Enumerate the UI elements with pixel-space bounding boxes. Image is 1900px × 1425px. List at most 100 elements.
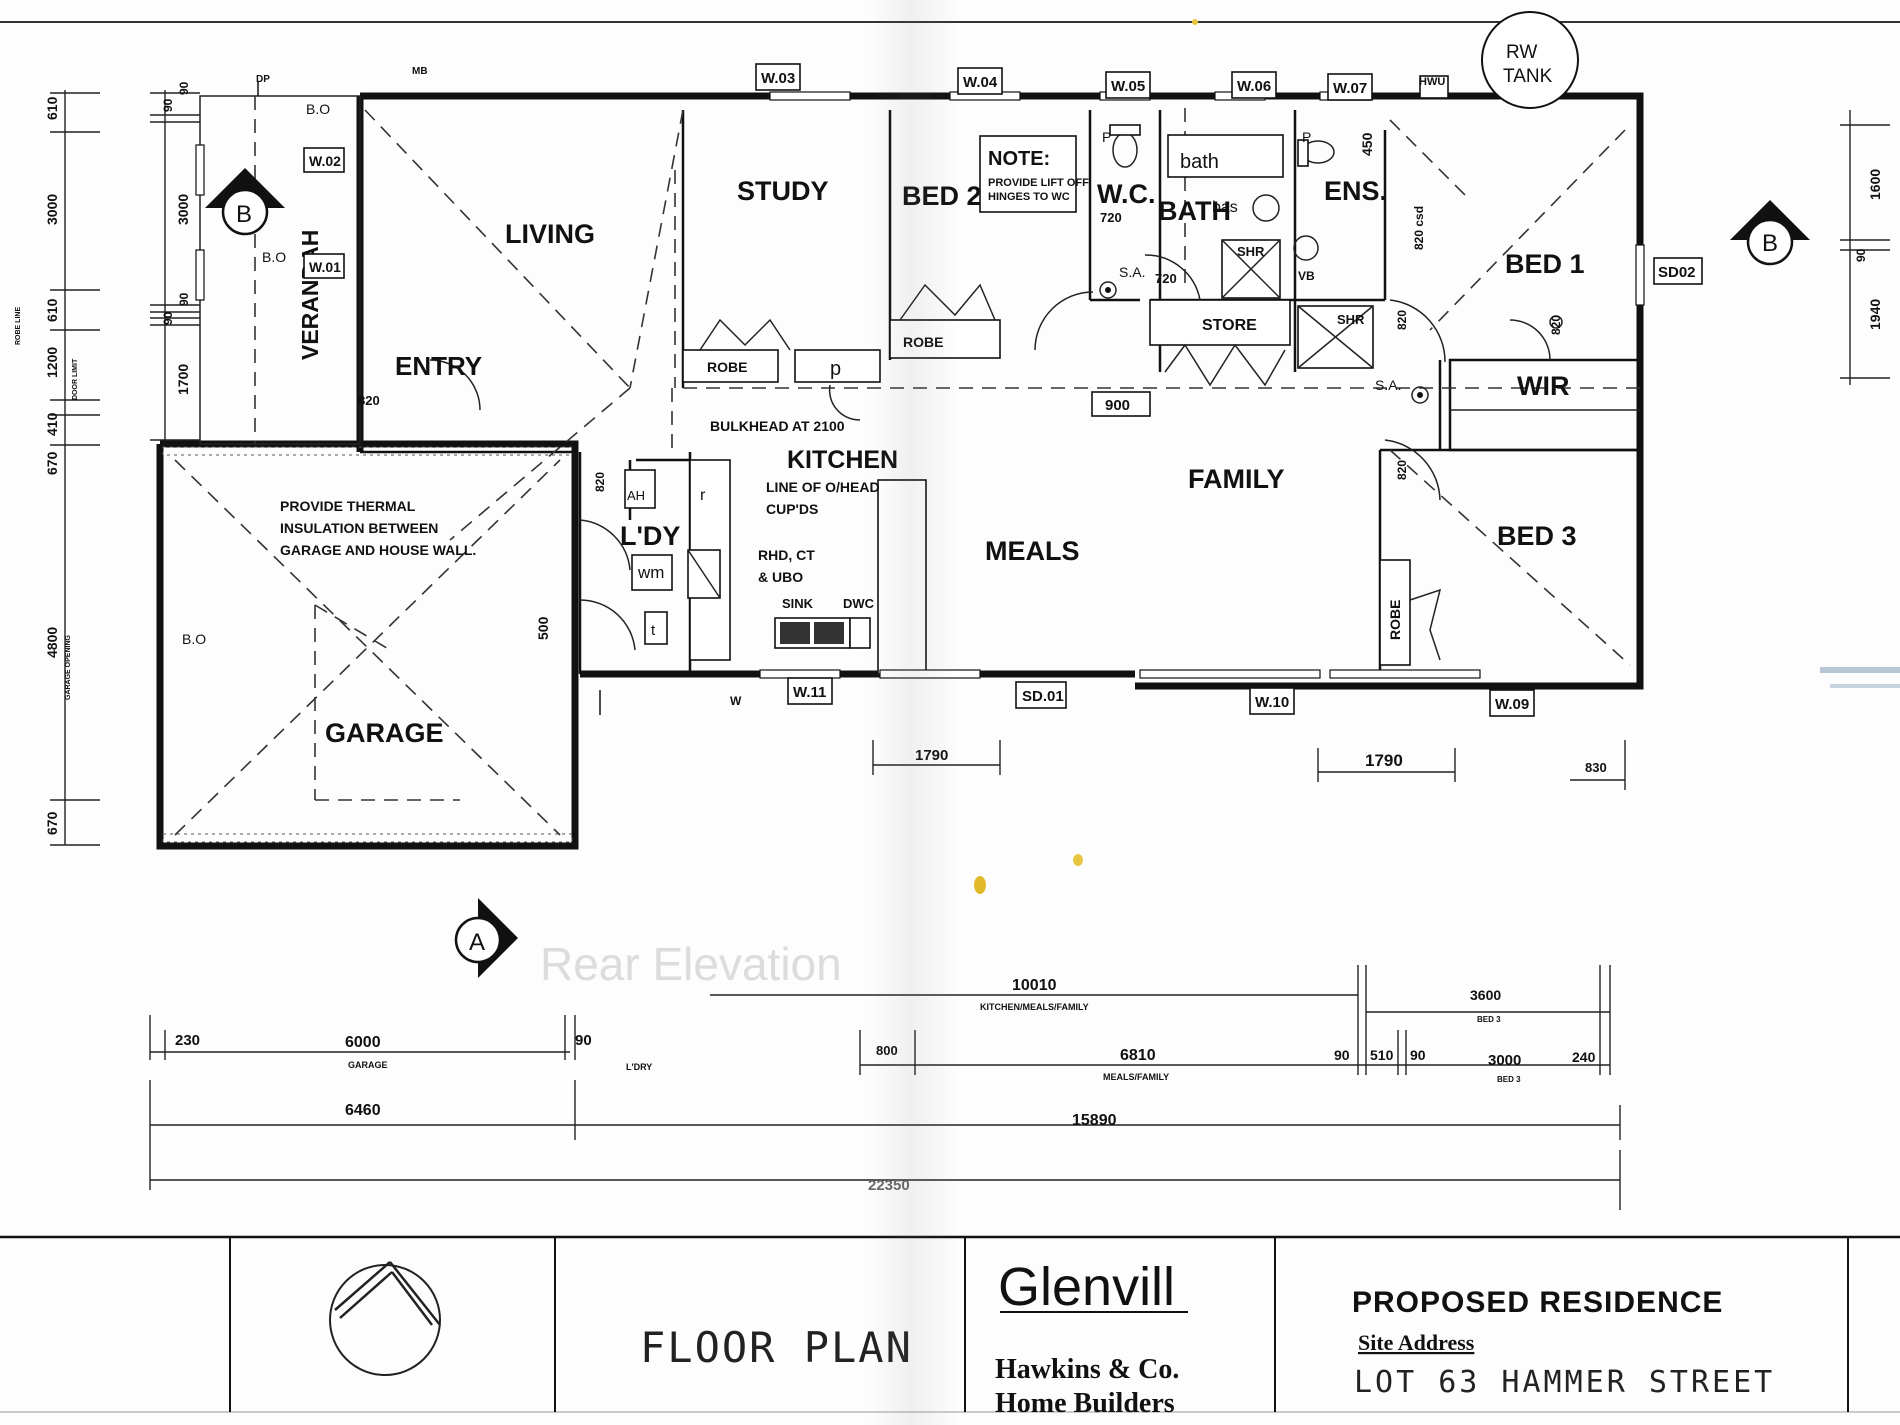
window-tag-w01: W.01 [309, 259, 341, 275]
ghost-text: Rear Elevation [540, 938, 842, 990]
dim-label-meals: MEALS/FAMILY [1103, 1072, 1169, 1082]
note-line1: PROVIDE LIFT OFF [988, 177, 1089, 189]
section-markers: B B A [205, 168, 1810, 978]
cupds-line2: CUP'DS [766, 501, 818, 517]
robe-bed2: ROBE [903, 334, 943, 350]
note-title: NOTE: [988, 148, 1050, 170]
title-block: FLOOR PLAN Glenvill Hawkins & Co. Home B… [0, 1235, 1900, 1419]
dim-10010: 10010 [1012, 977, 1057, 994]
dim-wir-820: 820 [1549, 315, 1563, 335]
dim-left-3000: 3000 [44, 194, 60, 225]
dim-3000-bed: 3000 [1488, 1052, 1521, 1069]
dim-90-ldry: 90 [575, 1032, 592, 1049]
bo-label-2: B.O [262, 249, 286, 265]
dim-label-garage: GARAGE [348, 1060, 388, 1070]
window-tag-w10: W.10 [1255, 694, 1289, 711]
builder-line1: Hawkins & Co. [995, 1354, 1179, 1385]
dishwasher-label: DWC [843, 596, 875, 611]
bo-label-1: B.O [306, 101, 330, 117]
dim-left-3000b: 3000 [175, 194, 191, 225]
room-store: STORE [1202, 317, 1257, 334]
dim-500: 500 [535, 616, 551, 640]
smoke-alarm-1: S.A. [1119, 264, 1145, 280]
rhd-line1: RHD, CT [758, 547, 815, 563]
dim-240: 240 [1572, 1049, 1596, 1065]
door-tag-sd01: SD.01 [1022, 688, 1064, 705]
room-laundry: L'DY [620, 521, 680, 551]
dim-left-670: 670 [44, 451, 60, 475]
room-bed2: BED 2 [902, 181, 982, 211]
washing-machine-label: wm [637, 563, 664, 582]
dim-15890: 15890 [1072, 1112, 1117, 1129]
dim-left-610: 610 [44, 96, 60, 120]
section-marker-b-left: B [236, 201, 252, 228]
fixture-labels: ROBE p ROBE ROBE SHR SHR bath bas VB SIN… [182, 66, 1445, 708]
dim-450: 450 [1359, 132, 1375, 156]
pantry-label: p [830, 358, 841, 380]
room-kitchen: KITCHEN [787, 446, 898, 474]
ceiling-lines [174, 108, 1640, 836]
site-address: LOT 63 HAMMER STREET [1354, 1365, 1775, 1400]
room-verandah: VERANDAH [297, 230, 323, 360]
room-living: LIVING [505, 219, 595, 249]
internal-dimensions: 820 720 720 900 450 500 820 820 820 820 … [358, 132, 1626, 790]
room-ens: ENS. [1324, 176, 1387, 206]
rhd-line2: & UBO [758, 569, 803, 585]
dim-ldy-820: 820 [593, 472, 607, 492]
trough-label: t [651, 622, 656, 639]
dim-right-90: 90 [1854, 248, 1868, 262]
site-address-label: Site Address [1358, 1330, 1475, 1355]
room-meals: MEALS [985, 536, 1080, 566]
dim-230: 230 [175, 1032, 200, 1049]
smoke-alarm-2: S.A. [1375, 377, 1401, 393]
dim-left-90a: 90 [161, 98, 175, 112]
section-marker-a: A [469, 929, 485, 956]
dim-90-bed: 90 [1410, 1047, 1426, 1063]
note-line2: HINGES TO WC [988, 191, 1070, 203]
bulkhead-note: BULKHEAD AT 2100 [710, 418, 845, 434]
dim-label-door-limit: DOOR LIMIT [72, 358, 79, 400]
room-bed3: BED 3 [1497, 521, 1577, 551]
window-tag-w06: W.06 [1237, 78, 1271, 95]
dim-label-kmf: KITCHEN/MEALS/FAMILY [980, 1002, 1089, 1012]
window-tag-w05: W.05 [1111, 78, 1145, 95]
dim-bed1-820: 820 [1395, 310, 1409, 330]
door-tag-sd02: SD02 [1658, 264, 1696, 281]
drawing-title: FLOOR PLAN [640, 1323, 913, 1372]
room-family: FAMILY [1188, 464, 1285, 494]
room-labels: LIVING ENTRY VERANDAH STUDY BED 2 W.C. B… [297, 176, 1585, 748]
dim-3600: 3600 [1470, 987, 1501, 1003]
dim-6460: 6460 [345, 1102, 381, 1119]
dim-left-90c: 90 [161, 311, 175, 325]
window-tag-w04: W.04 [963, 74, 998, 91]
dim-900: 900 [1105, 397, 1130, 414]
dim-left-90b: 90 [177, 81, 191, 95]
dim-1790-right: 1790 [1365, 751, 1403, 770]
dim-22350: 22350 [868, 1177, 910, 1194]
dim-entry-820: 820 [358, 393, 380, 408]
dim-left-1700: 1700 [175, 364, 191, 395]
dim-wc-720: 720 [1100, 210, 1122, 225]
bo-label-3: B.O [182, 631, 206, 647]
hot-water-unit-label: HWU [1419, 76, 1445, 88]
dim-label-bed3-a: BED 3 [1497, 1075, 1521, 1084]
dim-right-1600: 1600 [1867, 169, 1883, 200]
window-tags: W.02 W.01 W.03 W.04 W.05 W.06 W.07 W.09 … [303, 63, 1703, 717]
dim-left-1200: 1200 [44, 347, 60, 378]
dim-label-ldry: L'DRY [626, 1062, 652, 1072]
notes: NOTE: PROVIDE LIFT OFF HINGES TO WC BULK… [280, 148, 1426, 585]
north-arrow-icon [329, 1261, 441, 1376]
room-study: STUDY [737, 176, 829, 206]
dim-left-410: 410 [44, 412, 60, 436]
thermal-line1: PROVIDE THERMAL [280, 498, 416, 514]
dim-800: 800 [876, 1043, 898, 1058]
dim-6000: 6000 [345, 1034, 381, 1051]
section-marker-b-right: B [1762, 230, 1778, 257]
ens-p-label: P [1302, 129, 1311, 145]
thermal-line2: INSULATION BETWEEN [280, 520, 438, 536]
shower-bath: SHR [1237, 244, 1265, 259]
room-entry: ENTRY [395, 351, 482, 381]
dim-left-90d: 90 [177, 292, 191, 306]
dim-label-robe-line: ROBE LINE [15, 307, 22, 345]
